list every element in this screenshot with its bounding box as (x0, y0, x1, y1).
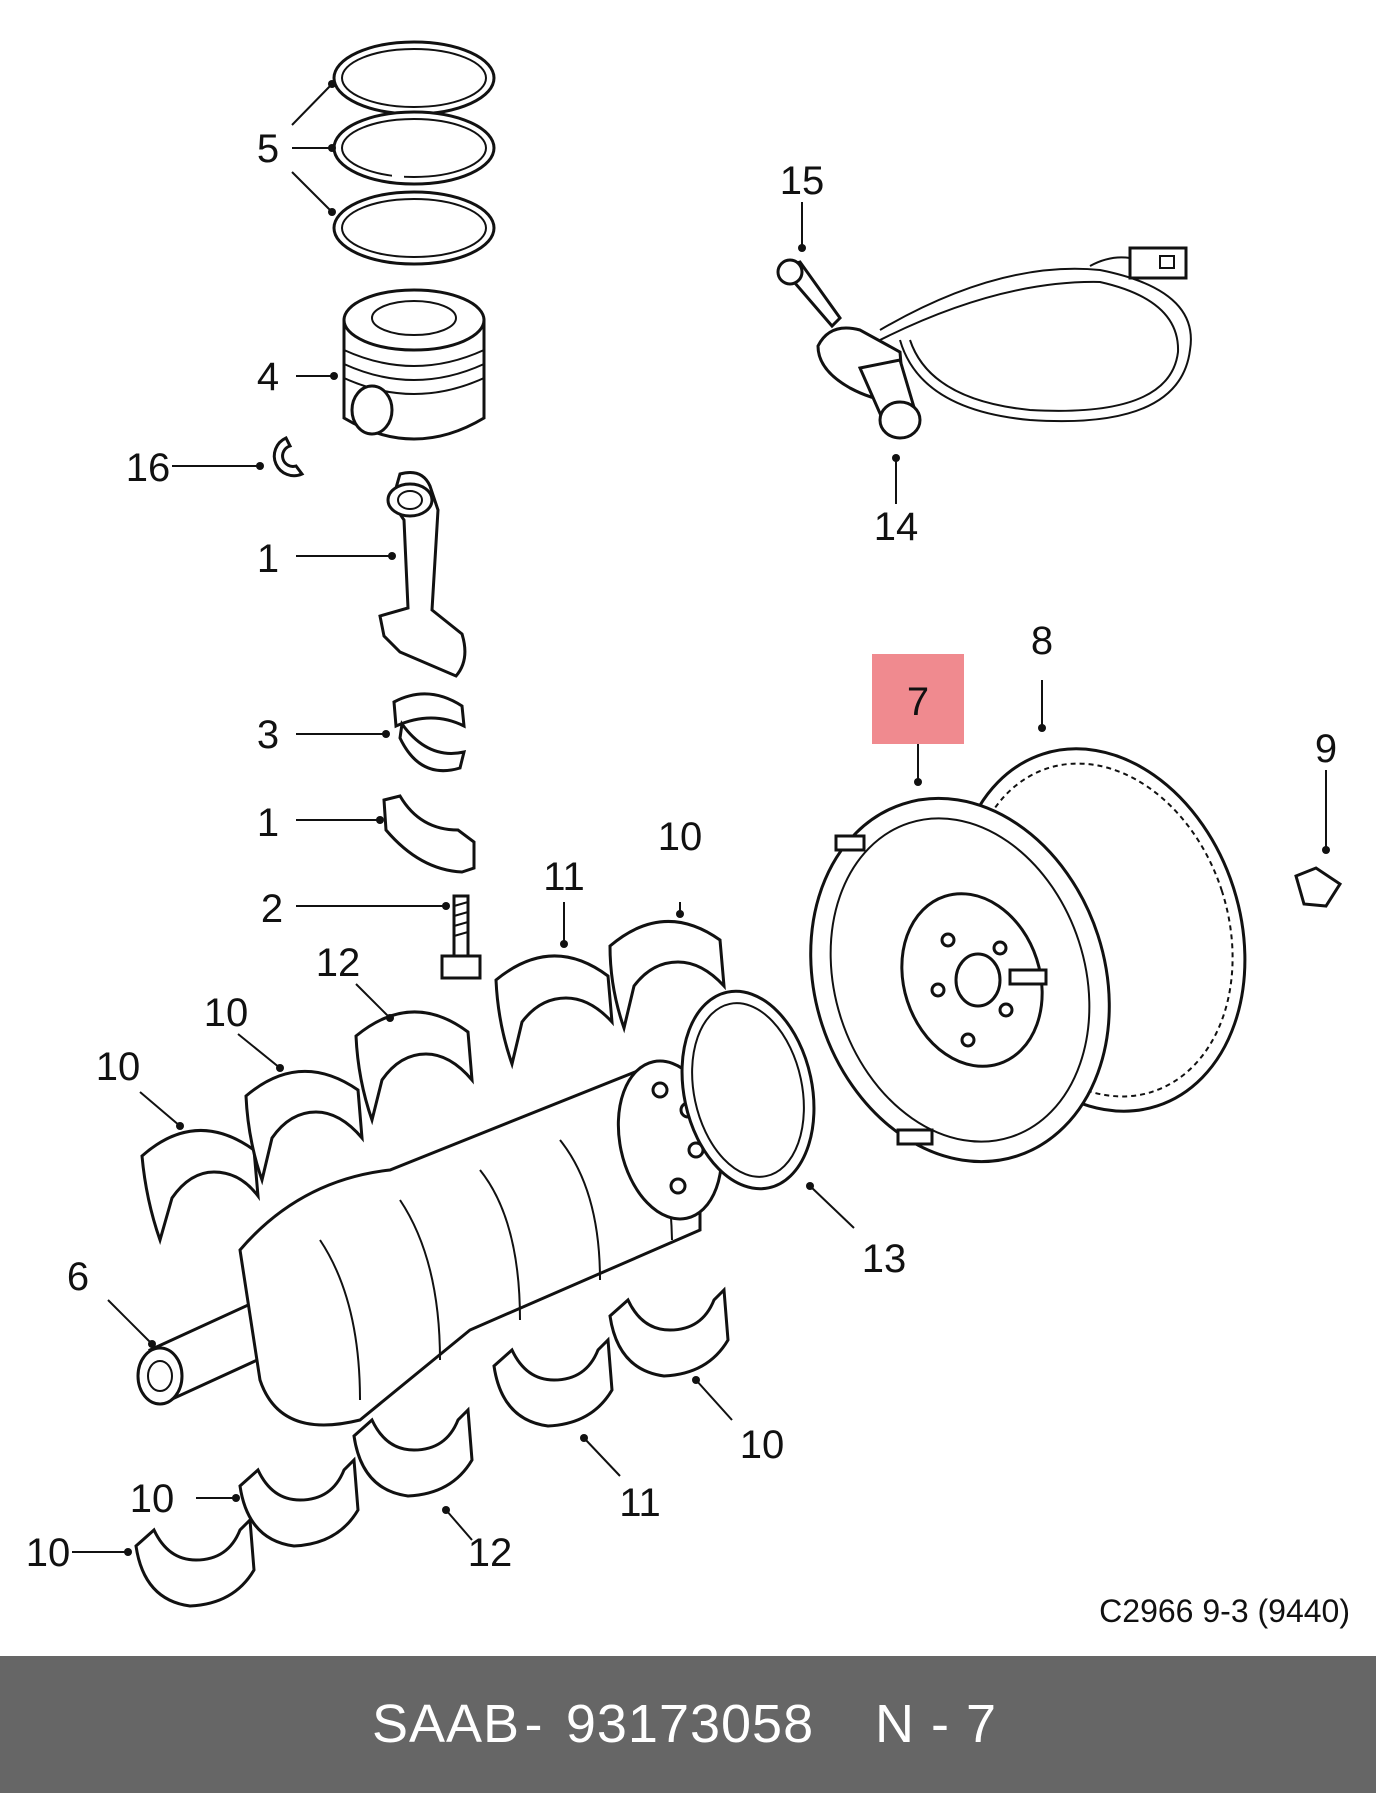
callout-6: 6 (67, 1255, 89, 1299)
callout-3: 3 (257, 713, 279, 757)
leader-lines (72, 80, 1330, 1556)
callout-1-rod: 1 (257, 537, 279, 581)
callout-9: 9 (1315, 727, 1337, 771)
callout-2: 2 (261, 887, 283, 931)
callout-10-upper-left: 10 (96, 1045, 141, 1089)
callout-10-upper-mid: 10 (204, 991, 249, 1035)
callout-5: 5 (257, 127, 279, 171)
callout-10-lower-left: 10 (26, 1531, 71, 1575)
callout-4: 4 (257, 355, 279, 399)
callout-10-lower-right: 10 (740, 1423, 785, 1467)
footer-position-label: N - 7 (875, 1694, 997, 1754)
callout-16: 16 (126, 446, 171, 490)
callout-7: 7 (907, 680, 929, 724)
callout-11-upper: 11 (543, 855, 585, 899)
main-bearing-shells-upper (140, 920, 726, 1245)
piston-rings (332, 40, 496, 266)
callout-10-lower-mid: 10 (130, 1477, 175, 1521)
rod-cap (382, 794, 476, 874)
callout-7-highlight (872, 654, 964, 744)
drawing-code: C2966 9-3 (9440) (1099, 1593, 1350, 1629)
footer-separator: - (525, 1694, 544, 1754)
callout-labels: 5 4 16 1 3 1 2 15 14 7 8 9 11 10 12 10 1… (26, 127, 1337, 1575)
seal-ring (680, 989, 816, 1191)
rod-bolt (440, 894, 482, 980)
callout-11-lower: 11 (619, 1481, 661, 1525)
callout-14: 14 (874, 505, 919, 549)
flywheel-assembly (809, 747, 1343, 1164)
circlip (272, 436, 305, 478)
callout-1-cap: 1 (257, 801, 279, 845)
footer-bar: SAAB - 93173058 N - 7 (0, 1656, 1376, 1793)
callout-15: 15 (780, 159, 825, 203)
main-bearing-shells-lower (134, 1286, 730, 1608)
footer-background (0, 1656, 1376, 1793)
crank-sensor (776, 246, 1192, 440)
callout-8: 8 (1031, 619, 1053, 663)
rod-bearing-shells (392, 692, 467, 773)
callout-12-lower: 12 (468, 1531, 513, 1575)
piston (342, 288, 486, 441)
callout-12-upper: 12 (316, 941, 361, 985)
callout-13: 13 (862, 1237, 907, 1281)
footer-brand: SAAB (372, 1694, 520, 1754)
connecting-rod (378, 471, 467, 678)
callout-10-upper-right: 10 (658, 815, 703, 859)
footer-part-number: 93173058 (566, 1694, 814, 1754)
